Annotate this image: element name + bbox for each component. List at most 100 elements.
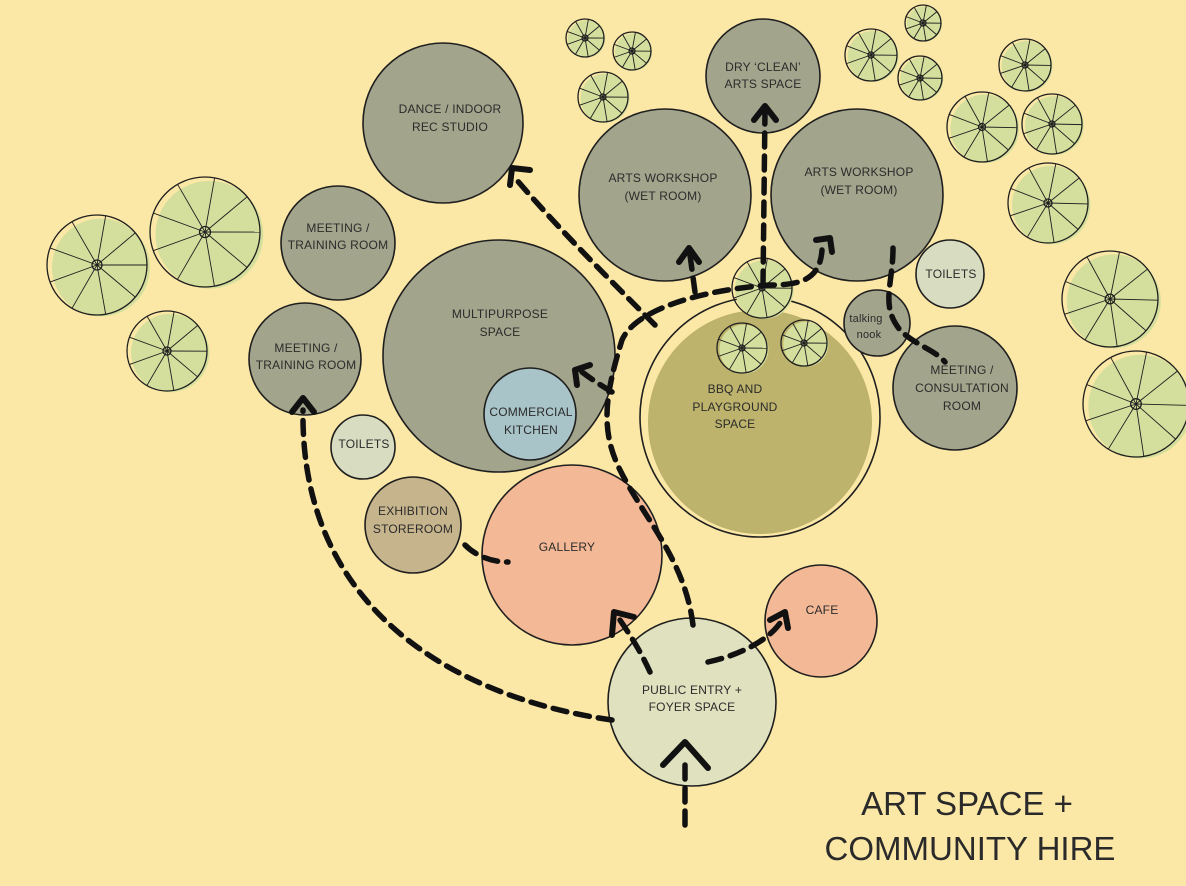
- tree-branch: [602, 96, 608, 122]
- tree-branch: [1028, 167, 1049, 204]
- tree-branch: [96, 232, 136, 266]
- diagram-title-line-1: ART SPACE +: [861, 785, 1073, 822]
- tree-branch: [870, 38, 892, 56]
- tree-trunk: [162, 346, 172, 356]
- main-spine-path: [604, 247, 825, 628]
- workshop-2-label-1: ARTS WORKSHOP: [804, 165, 913, 179]
- tree-branch: [948, 126, 983, 139]
- tree-branch: [1135, 351, 1148, 405]
- tree-branch: [908, 58, 921, 79]
- tree-branch: [1109, 298, 1158, 301]
- meeting-training-upper-bubble: [280, 185, 396, 301]
- tree-branch: [1000, 55, 1026, 66]
- dry-arts-arrow-icon: [751, 103, 779, 123]
- tree-branch: [846, 45, 872, 56]
- tree-branch: [1000, 64, 1026, 74]
- tree-branch: [49, 247, 98, 266]
- circulation-paths: [300, 107, 948, 828]
- bbq-label-3: SPACE: [715, 417, 756, 431]
- tree-branch: [177, 184, 206, 233]
- path-to-workshop-1: [687, 252, 698, 295]
- tree-branch: [782, 334, 805, 344]
- tree-trunk: [628, 47, 636, 55]
- talking-nook-bubble: [843, 289, 911, 357]
- exhibition-label-2: STOREROOM: [373, 522, 453, 536]
- tree-branch: [870, 54, 892, 73]
- gallery-label: GALLERY: [539, 540, 596, 554]
- tree-branch: [761, 287, 768, 318]
- bbq-label-2: PLAYGROUND: [692, 400, 777, 414]
- arts-workshop-1-bubble: [578, 108, 752, 282]
- toilets-right-label: TOILETS: [925, 267, 976, 281]
- tree-branch: [899, 77, 921, 86]
- tree-branch: [1135, 403, 1186, 406]
- tree-branch: [590, 75, 604, 98]
- dance-studio-bubble: [362, 42, 524, 204]
- tree-branch: [602, 80, 623, 98]
- tree-branch: [177, 231, 206, 280]
- tree-branch: [166, 350, 198, 378]
- tree-branch: [1107, 403, 1137, 450]
- tree-branch: [129, 350, 168, 365]
- workshop-1-label-1: ARTS WORKSHOP: [608, 171, 717, 185]
- tree-trunk: [198, 225, 212, 239]
- tree-branch: [96, 215, 107, 266]
- tree-icon: [1007, 162, 1089, 244]
- meeting-lower-arrow-icon: [289, 395, 317, 415]
- tree-branch: [1051, 123, 1083, 126]
- consultation-label-2: CONSULTATION: [915, 381, 1009, 395]
- path-to-gallery: [617, 617, 653, 675]
- meeting-upper-label-2: TRAINING ROOM: [288, 238, 389, 252]
- tree-branch: [1011, 42, 1026, 66]
- tree-branch: [733, 277, 763, 289]
- tree-icon: [1061, 250, 1159, 348]
- tree-branch: [1110, 357, 1137, 405]
- tree-trunk: [916, 74, 924, 82]
- path-to-meeting-lower: [300, 407, 615, 723]
- tree-branch: [1024, 64, 1045, 83]
- tree-branch: [981, 126, 988, 162]
- tree-branch: [870, 29, 877, 56]
- entry-label-1: PUBLIC ENTRY +: [642, 683, 742, 697]
- path-to-cafe: [705, 617, 785, 665]
- tree-branch: [981, 126, 1009, 151]
- meeting-lower-label-2: TRAINING ROOM: [256, 358, 357, 372]
- toilets-left-bubble: [330, 414, 396, 480]
- tree-branch: [949, 113, 983, 128]
- tree-branch: [741, 347, 762, 365]
- tree-branch: [1026, 202, 1049, 238]
- tree-trunk: [738, 344, 746, 352]
- tree-branch: [1023, 123, 1053, 135]
- tree-branch: [1109, 268, 1148, 300]
- meeting-lower-label-1: MEETING /: [274, 341, 338, 355]
- tree-branch: [1109, 298, 1118, 347]
- tree-trunk: [581, 34, 589, 42]
- tree-branch: [1085, 403, 1137, 422]
- workshop-1-label-2: (WET ROOM): [624, 189, 701, 203]
- dance-label-2: REC STUDIO: [412, 120, 488, 134]
- tree-branch: [1086, 256, 1111, 300]
- tree-branch: [153, 212, 206, 233]
- commercial-kitchen-bubble: [483, 367, 577, 461]
- multipurpose-label-2: SPACE: [480, 325, 521, 339]
- tree-branch: [870, 54, 876, 81]
- toilets-right-bubble: [915, 239, 985, 309]
- tree-branch: [1010, 188, 1049, 204]
- workshop-2-label-2: (WET ROOM): [820, 183, 897, 197]
- multipurpose-label-1: MULTIPURPOSE: [452, 307, 548, 321]
- landscape-trees: [46, 4, 1186, 459]
- tree-branch: [1024, 64, 1030, 91]
- path-to-dry-arts: [760, 107, 768, 288]
- tree-branch: [129, 336, 168, 352]
- path-exhibition-gallery: [462, 542, 511, 565]
- cafe-label: CAFE: [806, 603, 839, 617]
- tree-branch: [579, 87, 604, 98]
- tree-branch: [981, 104, 1010, 128]
- tree-branch: [146, 350, 168, 386]
- meeting-training-lower-bubble: [248, 302, 362, 416]
- tree-branch: [166, 311, 175, 352]
- tree-branch: [96, 264, 107, 315]
- tree-branch: [1047, 202, 1089, 205]
- tree-branch: [729, 326, 743, 349]
